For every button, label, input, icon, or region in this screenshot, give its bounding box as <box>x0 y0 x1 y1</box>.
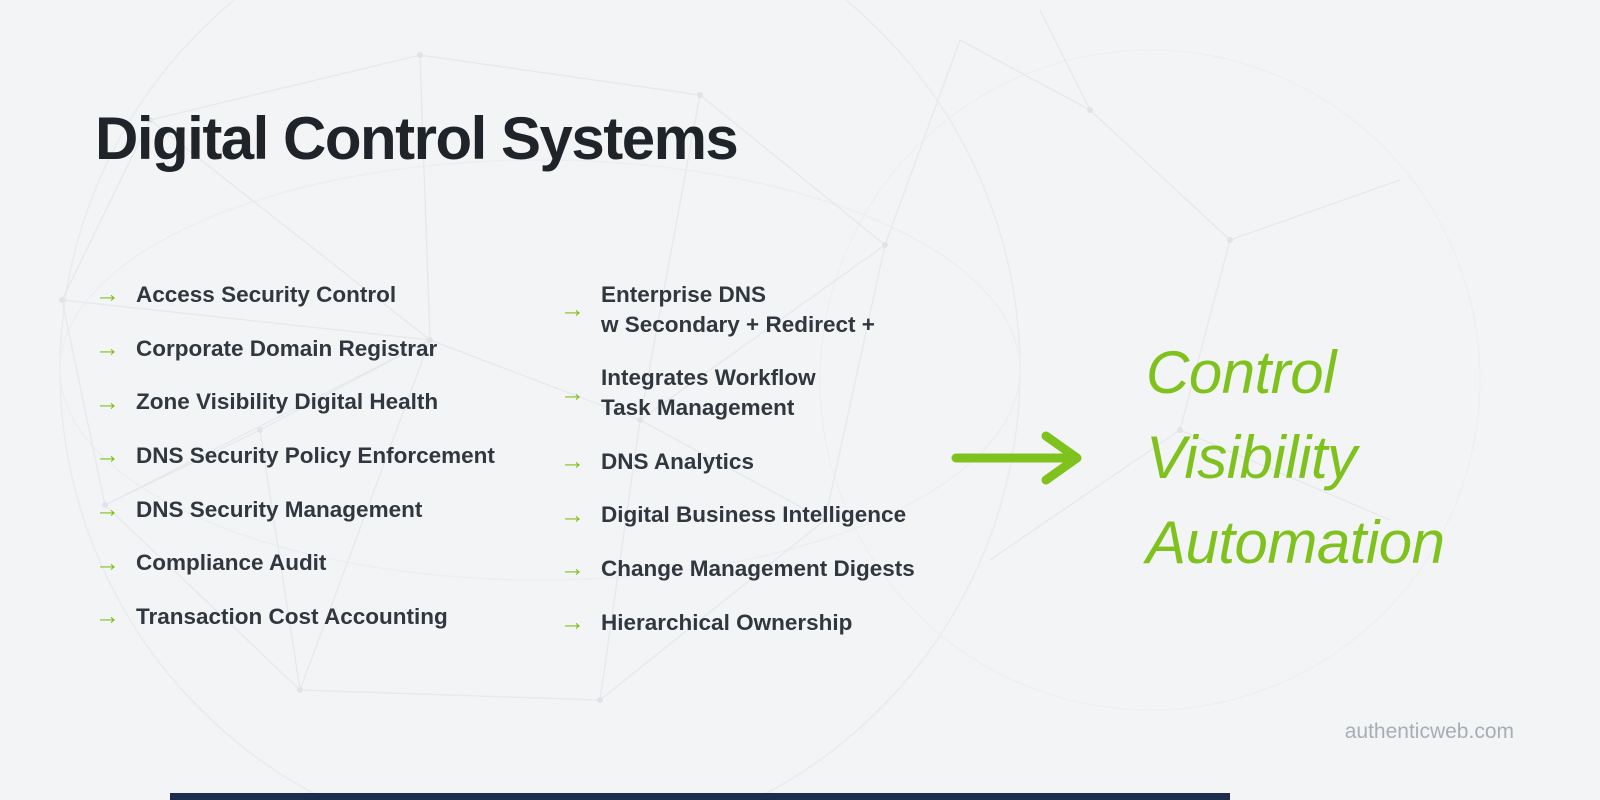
list-item: → Transaction Cost Accounting <box>95 602 545 632</box>
list-item: → Integrates Workflow Task Management <box>560 363 980 422</box>
feature-list-right: → Enterprise DNS w Secondary + Redirect … <box>560 280 980 662</box>
list-item: → Compliance Audit <box>95 548 545 578</box>
list-item: → DNS Security Management <box>95 495 545 525</box>
arrow-icon: → <box>560 608 585 637</box>
arrow-icon: → <box>95 334 120 363</box>
bottom-bar <box>170 793 1230 800</box>
feature-list-left: → Access Security Control → Corporate Do… <box>95 280 545 656</box>
outcome-word-visibility: Visibility <box>1146 424 1357 492</box>
arrow-icon: → <box>560 295 585 324</box>
arrow-icon: → <box>95 441 120 470</box>
transform-arrow-icon <box>951 431 1082 485</box>
list-item: → Corporate Domain Registrar <box>95 334 545 364</box>
list-item: → Zone Visibility Digital Health <box>95 387 545 417</box>
list-item: → Access Security Control <box>95 280 545 310</box>
list-item-label: Integrates Workflow Task Management <box>601 365 816 421</box>
list-item: → Change Management Digests <box>560 554 980 584</box>
list-item: → Enterprise DNS w Secondary + Redirect … <box>560 280 980 339</box>
list-item-label: Change Management Digests <box>601 556 915 582</box>
list-item-label: Enterprise DNS w Secondary + Redirect + <box>601 282 875 337</box>
list-item: → DNS Security Policy Enforcement <box>95 441 545 471</box>
list-item-label: DNS Security Policy Enforcement <box>136 443 495 469</box>
list-item-label: Zone Visibility Digital Health <box>136 389 439 415</box>
arrow-icon: → <box>95 387 120 416</box>
list-item-label: Transaction Cost Accounting <box>136 604 448 630</box>
page-title: Digital Control Systems <box>95 105 739 172</box>
footer-url: authenticweb.com <box>1344 720 1514 743</box>
list-item-label: Compliance Audit <box>136 550 327 576</box>
arrow-icon: → <box>95 548 120 577</box>
outcome-words: Control Visibility Automation <box>1146 330 1445 586</box>
arrow-icon: → <box>95 495 120 524</box>
arrow-icon: → <box>560 554 585 583</box>
arrow-icon: → <box>560 447 585 476</box>
list-item-label: DNS Analytics <box>601 448 754 474</box>
list-item-label: DNS Security Management <box>136 496 423 522</box>
arrow-icon: → <box>560 500 585 529</box>
list-item: → Digital Business Intelligence <box>560 500 980 530</box>
list-item: → Hierarchical Ownership <box>560 608 980 638</box>
list-item-label: Corporate Domain Registrar <box>136 335 438 361</box>
arrow-icon: → <box>95 280 120 309</box>
list-item-label: Digital Business Intelligence <box>601 502 907 528</box>
outcome-word-automation: Automation <box>1146 509 1445 577</box>
arrow-icon: → <box>560 378 585 407</box>
arrow-icon: → <box>95 602 120 631</box>
list-item: → DNS Analytics <box>560 447 980 477</box>
list-item-label: Hierarchical Ownership <box>601 609 853 635</box>
list-item-label: Access Security Control <box>136 282 397 307</box>
outcome-word-control: Control <box>1146 339 1336 406</box>
